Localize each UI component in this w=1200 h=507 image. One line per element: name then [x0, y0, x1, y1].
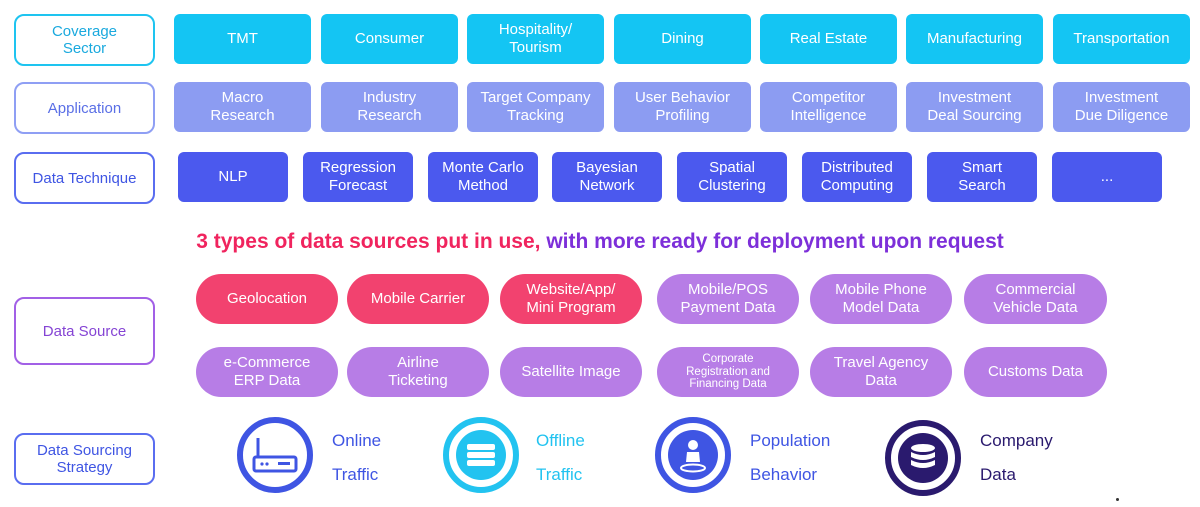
technique-box-distributed-computing: Distributed Computing — [802, 152, 912, 202]
source-pill-satellite-image: Satellite Image — [500, 347, 642, 397]
technique-box-nlp: NLP — [178, 152, 288, 202]
database-icon — [885, 420, 961, 496]
coverage-box-hospitality-tourism: Hospitality/ Tourism — [467, 14, 604, 64]
strategy-offline-line1: Offline — [536, 431, 585, 450]
router-icon — [237, 417, 313, 493]
source-pill-mobile-pos-payment-data: Mobile/POS Payment Data — [657, 274, 799, 324]
row-label-data-technique: Data Technique — [14, 152, 155, 204]
source-pill-mobile-phone-model-data: Mobile Phone Model Data — [810, 274, 952, 324]
application-box-competitor-intelligence: Competitor Intelligence — [760, 82, 897, 132]
technique-box-more: ... — [1052, 152, 1162, 202]
application-box-investment-deal-sourcing: Investment Deal Sourcing — [906, 82, 1043, 132]
strategy-company-line2: Data — [980, 465, 1016, 484]
application-box-macro-research: Macro Research — [174, 82, 311, 132]
source-pill-travel-agency-data: Travel Agency Data — [810, 347, 952, 397]
strategy-offline-traffic: Offline Traffic — [536, 424, 585, 492]
strategy-online-line2: Traffic — [332, 465, 379, 484]
headline-part1: 3 types of data sources put in use, — [196, 230, 541, 253]
headline-part2: with more ready for deployment upon requ… — [540, 230, 1004, 253]
strategy-online-line1: Online — [332, 431, 382, 450]
source-pill-commercial-vehicle-data: Commercial Vehicle Data — [964, 274, 1107, 324]
source-pill-mobile-carrier: Mobile Carrier — [347, 274, 489, 324]
coverage-box-consumer: Consumer — [321, 14, 458, 64]
source-pill-airline-ticketing: Airline Ticketing — [347, 347, 489, 397]
row-label-coverage-sector: Coverage Sector — [14, 14, 155, 66]
row-label-data-sourcing-strategy: Data Sourcing Strategy — [14, 433, 155, 485]
source-pill-corporate-registration-financing-data: Corporate Registration and Financing Dat… — [657, 347, 799, 397]
strategy-company-line1: Company — [980, 431, 1053, 450]
technique-box-regression-forecast: Regression Forecast — [303, 152, 413, 202]
application-box-industry-research: Industry Research — [321, 82, 458, 132]
source-pill-geolocation: Geolocation — [196, 274, 338, 324]
application-box-user-behavior-profiling: User Behavior Profiling — [614, 82, 751, 132]
coverage-box-real-estate: Real Estate — [760, 14, 897, 64]
stack-layers-icon — [443, 417, 519, 493]
strategy-online-traffic: Online Traffic — [332, 424, 381, 492]
technique-box-spatial-clustering: Spatial Clustering — [677, 152, 787, 202]
person-pin-icon — [655, 417, 731, 493]
strategy-population-behavior: Population Behavior — [750, 424, 830, 492]
coverage-box-dining: Dining — [614, 14, 751, 64]
strategy-population-line2: Behavior — [750, 465, 818, 484]
technique-box-monte-carlo-method: Monte Carlo Method — [428, 152, 538, 202]
coverage-box-tmt: TMT — [174, 14, 311, 64]
strategy-offline-line2: Traffic — [536, 465, 583, 484]
application-box-investment-due-diligence: Investment Due Diligence — [1053, 82, 1190, 132]
technique-box-smart-search: Smart Search — [927, 152, 1037, 202]
source-pill-website-app-mini-program: Website/App/ Mini Program — [500, 274, 642, 324]
source-pill-ecommerce-erp-data: e-Commerce ERP Data — [196, 347, 338, 397]
row-label-application: Application — [14, 82, 155, 134]
row-label-data-source: Data Source — [14, 297, 155, 365]
application-box-target-company-tracking: Target Company Tracking — [467, 82, 604, 132]
technique-box-bayesian-network: Bayesian Network — [552, 152, 662, 202]
strategy-population-line1: Population — [750, 431, 831, 450]
source-pill-customs-data: Customs Data — [964, 347, 1107, 397]
coverage-box-transportation: Transportation — [1053, 14, 1190, 64]
headline: 3 types of data sources put in use, with… — [0, 229, 1200, 255]
decorative-dot — [1116, 498, 1119, 501]
strategy-company-data: Company Data — [980, 424, 1053, 492]
coverage-box-manufacturing: Manufacturing — [906, 14, 1043, 64]
